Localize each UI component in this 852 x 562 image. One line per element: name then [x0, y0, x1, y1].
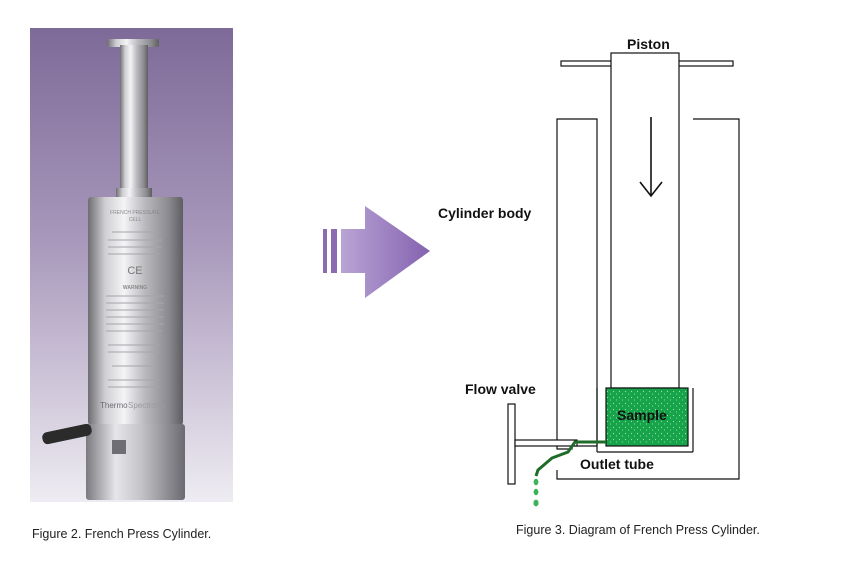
engraving-text-lines [106, 231, 164, 388]
outlet-tube [534, 440, 606, 477]
figure3-caption: Figure 3. Diagram of French Press Cylind… [516, 523, 760, 537]
outlet-port-photo [112, 440, 126, 454]
label-flow-valve: Flow valve [465, 381, 536, 397]
french-press-diagram [507, 52, 740, 507]
engraving-warning: WARNING [123, 285, 147, 291]
drop-3 [533, 499, 539, 507]
piston-rod [120, 45, 148, 195]
engraving-line1: FRENCH PRESSURE [110, 210, 160, 216]
brand-thermo: Thermo [100, 401, 128, 410]
french-press-photo: FRENCH PRESSURE CELL CE WARNING Thermo S… [30, 28, 233, 502]
label-outlet-tube: Outlet tube [580, 456, 654, 472]
arrow-stripe-1 [323, 229, 327, 273]
engraving-line2: CELL [129, 217, 142, 223]
valve-handle-photo [42, 423, 92, 445]
brand-spectronic: Spectronic [128, 401, 166, 410]
flow-valve-plate [507, 403, 516, 485]
sample-speckle [607, 389, 687, 445]
drop-2 [533, 488, 539, 496]
label-piston: Piston [627, 36, 670, 52]
ce-mark: CE [127, 265, 142, 277]
piston-arrow-head [639, 181, 663, 198]
label-sample: Sample [617, 407, 667, 423]
arrow-stripe-2 [331, 229, 337, 273]
figure2-caption: Figure 2. French Press Cylinder. [32, 527, 212, 541]
cylinder-base-photo [86, 424, 185, 500]
flow-valve-stem [514, 439, 578, 447]
piston-shaft [610, 52, 680, 389]
drop-1 [533, 478, 539, 486]
arrow-body [341, 206, 430, 298]
transition-arrow [323, 206, 430, 298]
cylinder-body-photo [88, 197, 183, 425]
label-cylinder-body: Cylinder body [438, 205, 532, 221]
